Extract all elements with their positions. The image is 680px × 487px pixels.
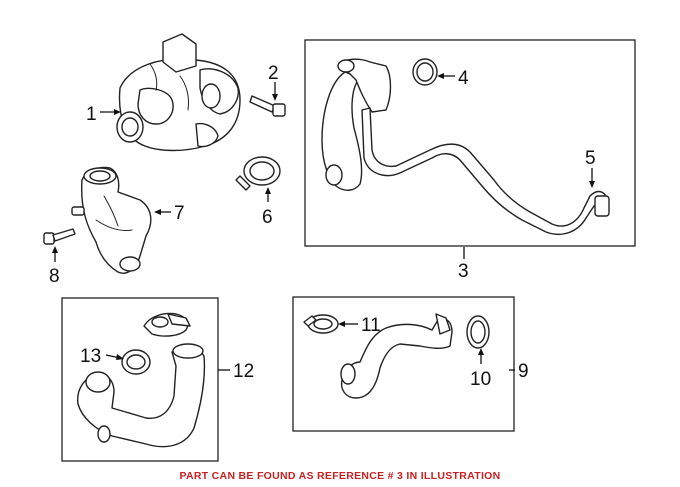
assembly-box-9 [292, 296, 515, 432]
hose-assembly-part-12 [77, 312, 206, 448]
water-pump-part [116, 33, 241, 152]
callout-12: 12 [233, 361, 254, 382]
callout-4: 4 [458, 68, 469, 89]
coolant-hose-part-3 [321, 58, 610, 236]
thermostat-housing-part [71, 166, 152, 274]
bolt-part-2 [249, 95, 286, 117]
callout-2: 2 [268, 63, 279, 84]
assembly-box-3 [304, 39, 636, 247]
callout-1: 1 [86, 104, 97, 125]
callout-6: 6 [262, 207, 273, 228]
callout-10: 10 [470, 369, 491, 390]
callout-8: 8 [49, 266, 60, 287]
hose-assembly-part-9 [303, 313, 490, 399]
callout-9: 9 [518, 361, 529, 382]
callout-13: 13 [80, 346, 101, 367]
assembly-box-12 [61, 297, 219, 462]
hose-clamp-part-6 [235, 156, 281, 191]
reference-note: PART CAN BE FOUND AS REFERENCE # 3 IN IL… [179, 470, 501, 482]
callout-5: 5 [585, 148, 596, 169]
bolt-part-8 [43, 228, 76, 245]
callout-7: 7 [174, 203, 185, 224]
callout-3: 3 [458, 261, 469, 282]
leader-lines [52, 73, 595, 371]
callout-11: 11 [361, 315, 381, 336]
